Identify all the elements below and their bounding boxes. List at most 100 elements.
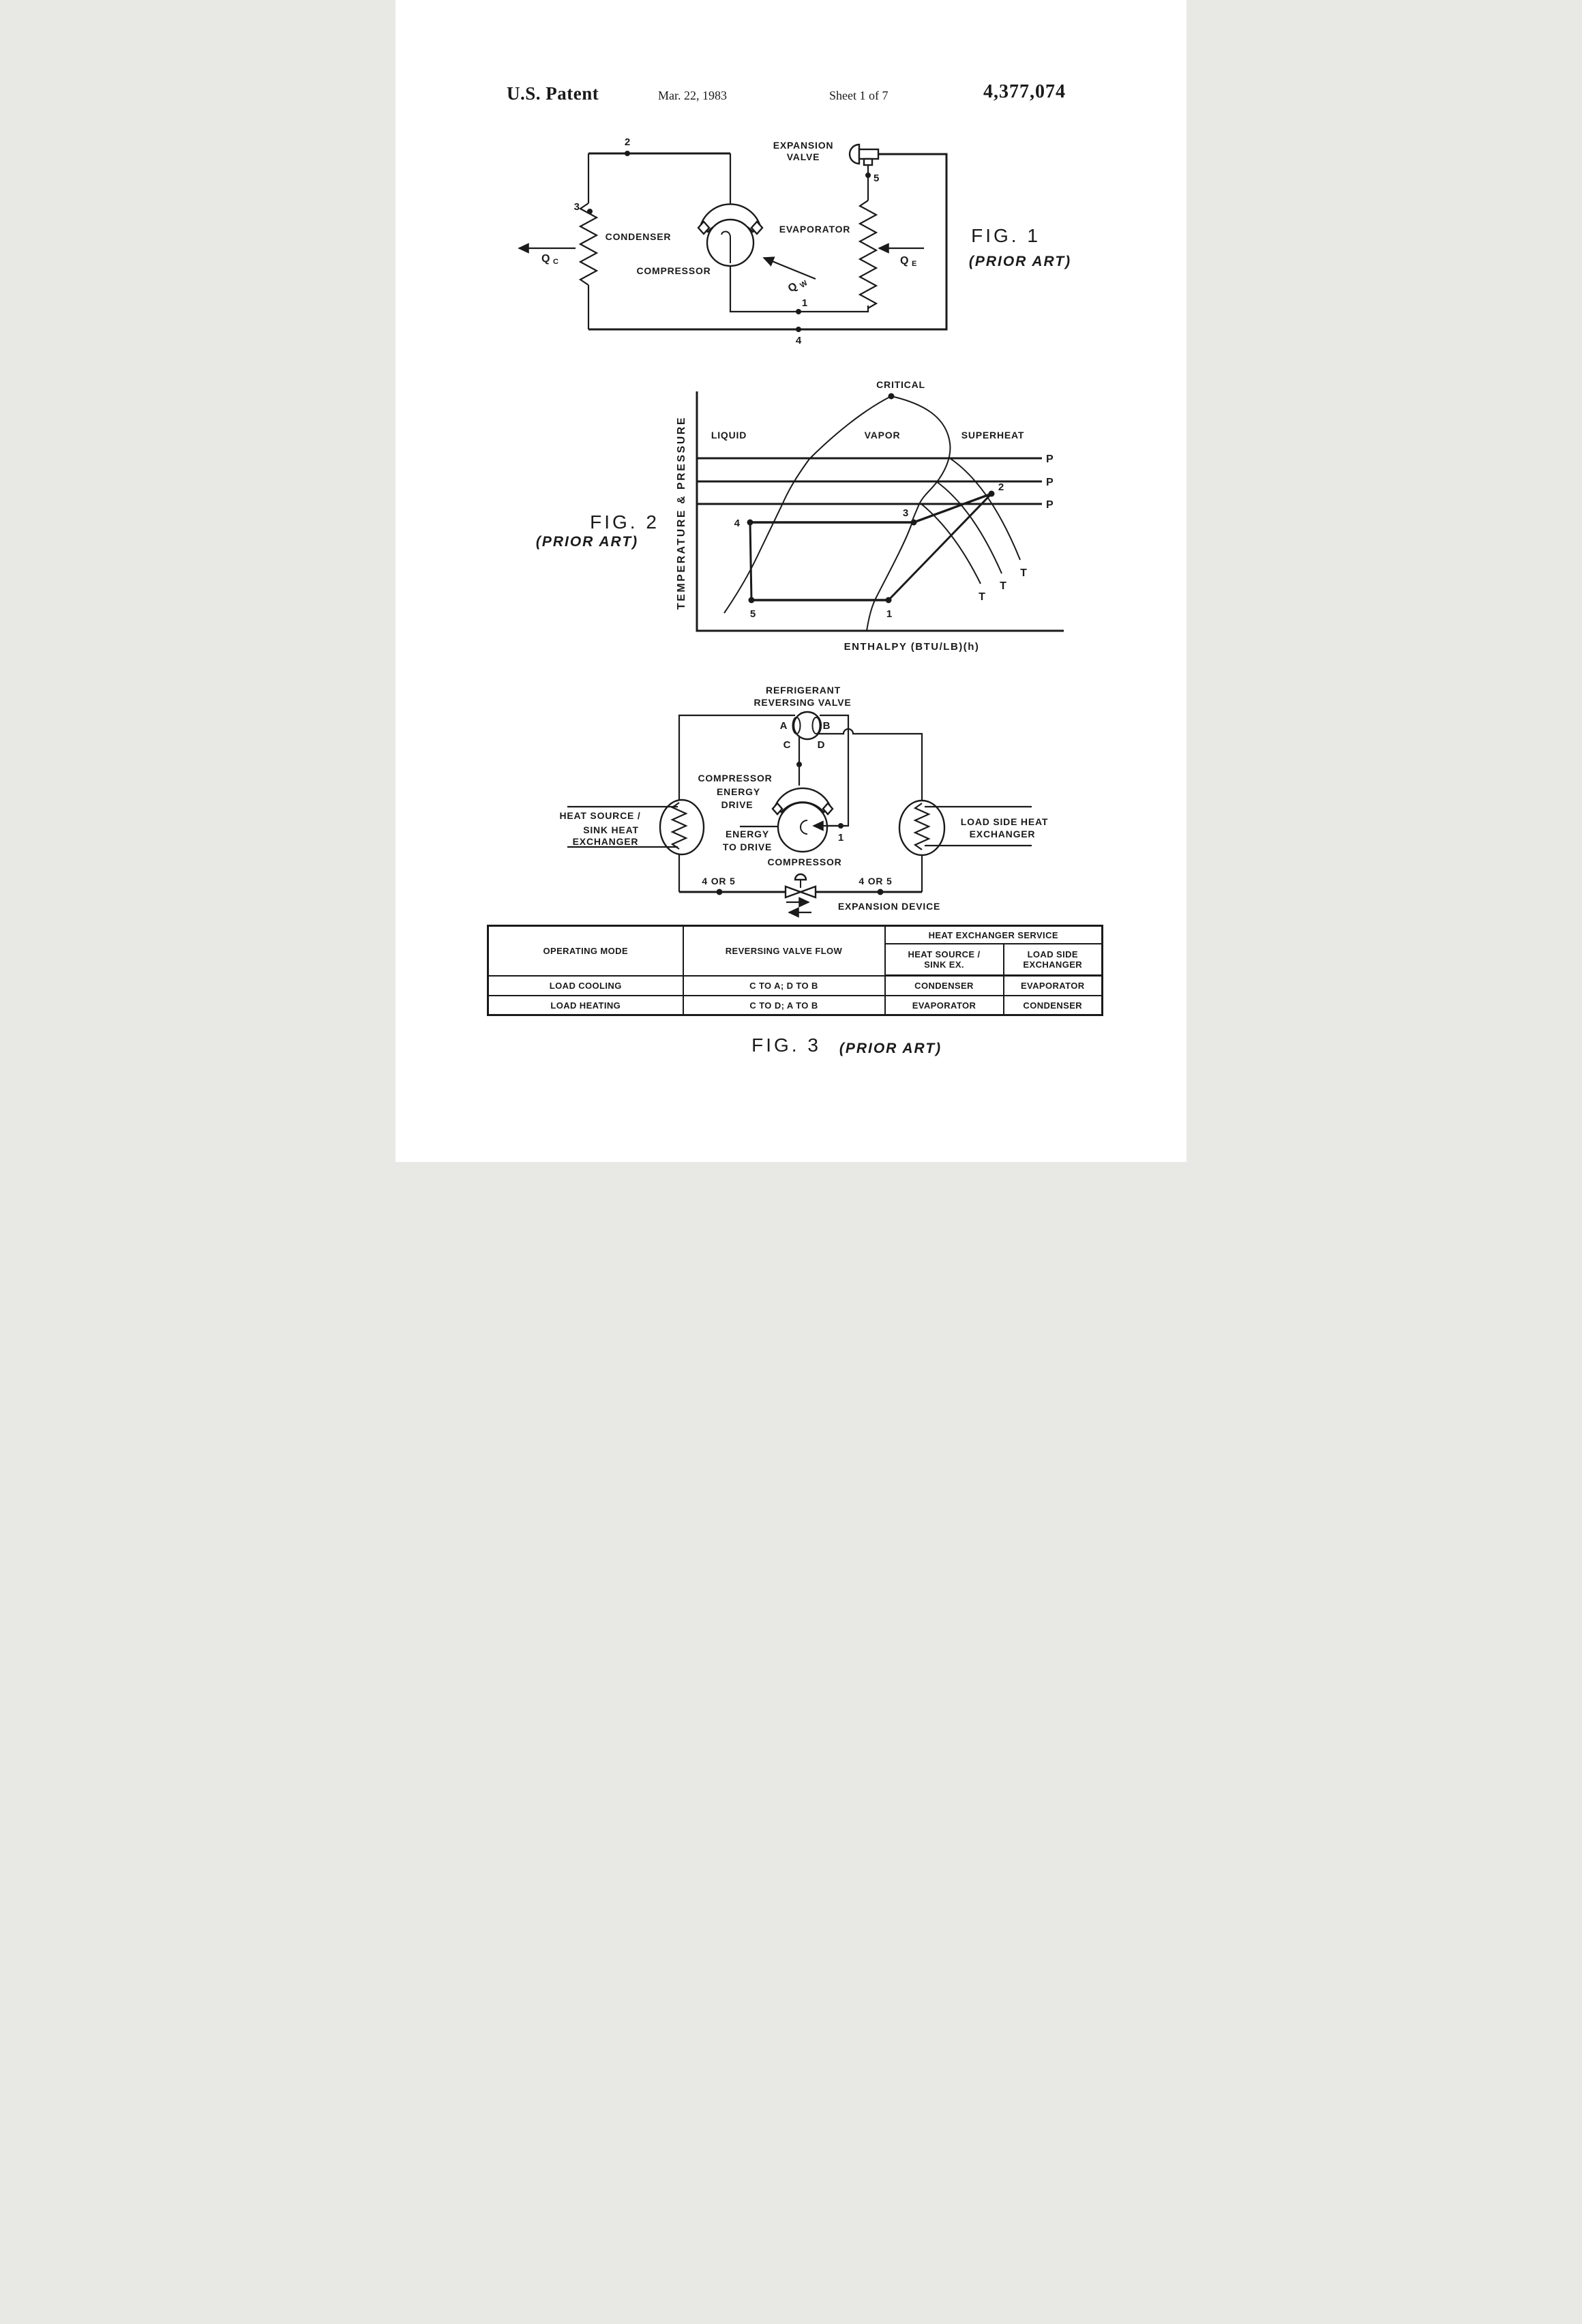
fig2-point-3-dot bbox=[910, 519, 917, 526]
fig3-point-1-label: 1 bbox=[838, 832, 844, 844]
fig2-isotherm-label-3: T bbox=[979, 591, 985, 603]
patent-header-number: 4,377,074 bbox=[983, 81, 1066, 102]
fig1-compressor-ear-left-icon bbox=[697, 220, 711, 235]
fig3-point-45-right-dot bbox=[877, 889, 884, 895]
fig1-liquid-line-wire bbox=[588, 153, 948, 331]
fig2-axes bbox=[696, 391, 1064, 632]
fig1-condenser-coil bbox=[578, 203, 599, 286]
table-header-valve-flow: REVERSING VALVE FLOW bbox=[682, 925, 886, 977]
fig2-critical-label: CRITICAL bbox=[876, 379, 925, 390]
fig3-load-exchanger-symbol bbox=[898, 799, 946, 856]
patent-sheet: U.S. Patent Mar. 22, 1983 Sheet 1 of 7 4… bbox=[395, 0, 1186, 1162]
fig3-mode-table: OPERATING MODE REVERSING VALVE FLOW HEAT… bbox=[487, 925, 1104, 1016]
cell-load: EVAPORATOR bbox=[1002, 974, 1103, 996]
fig3-expansion-bowtie-right-icon bbox=[798, 885, 817, 899]
fig3-load-exchanger-coil bbox=[913, 803, 931, 850]
fig3-point-45-left-dot bbox=[716, 889, 723, 895]
fig3-source-label-line3: EXCHANGER bbox=[573, 836, 639, 847]
fig1-compressor-ear-right-icon bbox=[750, 220, 764, 235]
fig1-point-3-label: 3 bbox=[574, 201, 580, 213]
fig3-port-a-label: A bbox=[780, 720, 788, 732]
fig3-compressor-symbol bbox=[777, 801, 829, 853]
fig1-qe-sub-label: E bbox=[912, 260, 916, 268]
fig3-compressor-hook-icon bbox=[800, 820, 808, 835]
fig1-point-4-dot bbox=[796, 327, 801, 332]
table-header-source-line1: HEAT SOURCE / bbox=[908, 949, 981, 959]
fig1-point-3-dot bbox=[587, 209, 593, 214]
fig3-port-d-wire-with-hop bbox=[818, 728, 923, 801]
table-header-load-line1: LOAD SIDE bbox=[1027, 949, 1078, 959]
fig3-energy-label-line2: TO DRIVE bbox=[723, 841, 772, 852]
table-header-source-exchanger: HEAT SOURCE / SINK EX. bbox=[884, 943, 1004, 977]
fig1-expansion-valve-label-line2: VALVE bbox=[787, 151, 820, 162]
fig1-expansion-valve-stem-icon bbox=[863, 158, 874, 166]
fig3-load-label-line2: EXCHANGER bbox=[970, 829, 1036, 839]
fig3-compressor-ear-left-icon bbox=[771, 802, 783, 816]
fig1-compressor-label: COMPRESSOR bbox=[636, 265, 711, 276]
fig1-expansion-valve-dome-icon bbox=[848, 143, 861, 165]
fig3-point-45-right-label: 4 OR 5 bbox=[859, 876, 892, 887]
fig3-heat-pump-diagram: REFRIGERANT REVERSING VALVE A B C D COMP… bbox=[559, 685, 1047, 1056]
table-header-source-line2: SINK EX. bbox=[924, 959, 964, 970]
fig1-caption: FIG. 1 bbox=[971, 225, 1041, 246]
fig2-vapor-label: VAPOR bbox=[865, 430, 901, 441]
table-header-service: HEAT EXCHANGER SERVICE bbox=[884, 925, 1103, 944]
fig3-prior-art: (PRIOR ART) bbox=[839, 1041, 942, 1056]
fig1-point-5-dot bbox=[865, 173, 871, 178]
fig1-condenser-label: CONDENSER bbox=[606, 231, 672, 242]
table-row-load-cooling: LOAD COOLING C TO A; D TO B CONDENSER EV… bbox=[487, 974, 1103, 996]
fig2-point-4-label: 4 bbox=[734, 518, 741, 529]
fig1-evaporator-label: EVAPORATOR bbox=[779, 224, 850, 235]
fig2-cycle-line-1-2 bbox=[887, 492, 993, 601]
fig1-refrigeration-cycle: 2 3 5 1 4 EXPANSION VALVE CONDENSER COMP… bbox=[518, 136, 1071, 346]
fig3-valve-port-right-icon bbox=[811, 717, 821, 734]
fig1-point-4-label: 4 bbox=[796, 335, 802, 346]
cell-flow: C TO D; A TO B bbox=[682, 995, 886, 1016]
fig2-isobar-label-2: P bbox=[1046, 477, 1054, 488]
fig2-point-1-label: 1 bbox=[886, 608, 892, 620]
fig1-expansion-valve-label-line1: EXPANSION bbox=[773, 140, 834, 151]
fig3-compressor-ear-right-icon bbox=[822, 802, 834, 816]
patent-header-date: Mar. 22, 1983 bbox=[658, 89, 727, 102]
fig3-energy-label-line3: COMPRESSOR bbox=[767, 856, 841, 867]
fig2-prior-art: (PRIOR ART) bbox=[536, 534, 638, 550]
fig2-point-3-label: 3 bbox=[903, 507, 908, 519]
fig3-expansion-bowtie-left-icon bbox=[784, 885, 803, 899]
fig1-qe-label: Q bbox=[900, 255, 908, 267]
fig1-qc-sub-label: C bbox=[553, 258, 558, 266]
fig2-isotherm-label-1: T bbox=[1020, 567, 1027, 579]
fig1-point-2-label: 2 bbox=[625, 136, 630, 148]
fig3-drive-label-line2: ENERGY bbox=[717, 786, 760, 797]
fig1-qw-arrow bbox=[762, 256, 816, 280]
fig2-point-5-label: 5 bbox=[750, 608, 756, 620]
fig3-source-duct-lines bbox=[567, 805, 678, 848]
fig2-isotherm-curve-3 bbox=[921, 503, 981, 584]
fig2-liquid-label: LIQUID bbox=[711, 430, 747, 441]
cell-flow: C TO A; D TO B bbox=[682, 974, 886, 996]
cell-mode: LOAD COOLING bbox=[487, 974, 684, 996]
fig1-qw-sub-label: W bbox=[799, 279, 809, 290]
table-header-load-exchanger: LOAD SIDE EXCHANGER bbox=[1002, 943, 1103, 977]
fig3-source-label-line1: HEAT SOURCE / bbox=[559, 810, 640, 821]
cell-mode: LOAD HEATING bbox=[487, 995, 684, 1016]
table-header-load-line2: EXCHANGER bbox=[1023, 959, 1083, 970]
fig3-valve-label-line1: REFRIGERANT bbox=[766, 685, 841, 696]
fig2-saturation-dome-right bbox=[866, 396, 951, 631]
fig2-point-2-label: 2 bbox=[998, 481, 1004, 493]
fig3-valve-c-junction-dot bbox=[796, 762, 802, 767]
patent-header-title: U.S. Patent bbox=[507, 83, 599, 104]
fig3-caption: FIG. 3 bbox=[751, 1034, 821, 1056]
fig1-prior-art: (PRIOR ART) bbox=[969, 254, 1071, 269]
fig2-x-axis-label: ENTHALPY (BTU/LB)(h) bbox=[844, 641, 980, 653]
fig3-port-a-wire bbox=[678, 714, 795, 803]
fig2-point-4-dot bbox=[747, 519, 753, 526]
fig1-point-1-dot bbox=[796, 309, 801, 314]
fig3-reversing-valve-symbol bbox=[792, 711, 822, 741]
fig2-caption: FIG. 2 bbox=[590, 511, 659, 533]
patent-drawing-canvas: 2 3 5 1 4 EXPANSION VALVE CONDENSER COMP… bbox=[518, 136, 1071, 1056]
fig3-drive-label-line3: DRIVE bbox=[721, 799, 753, 810]
fig2-cycle-line-3-2 bbox=[913, 492, 992, 524]
fig2-cycle-line-4-5 bbox=[749, 522, 753, 601]
fig1-expansion-valve-body-icon bbox=[858, 148, 880, 160]
fig1-qw-label: Q bbox=[786, 280, 800, 295]
